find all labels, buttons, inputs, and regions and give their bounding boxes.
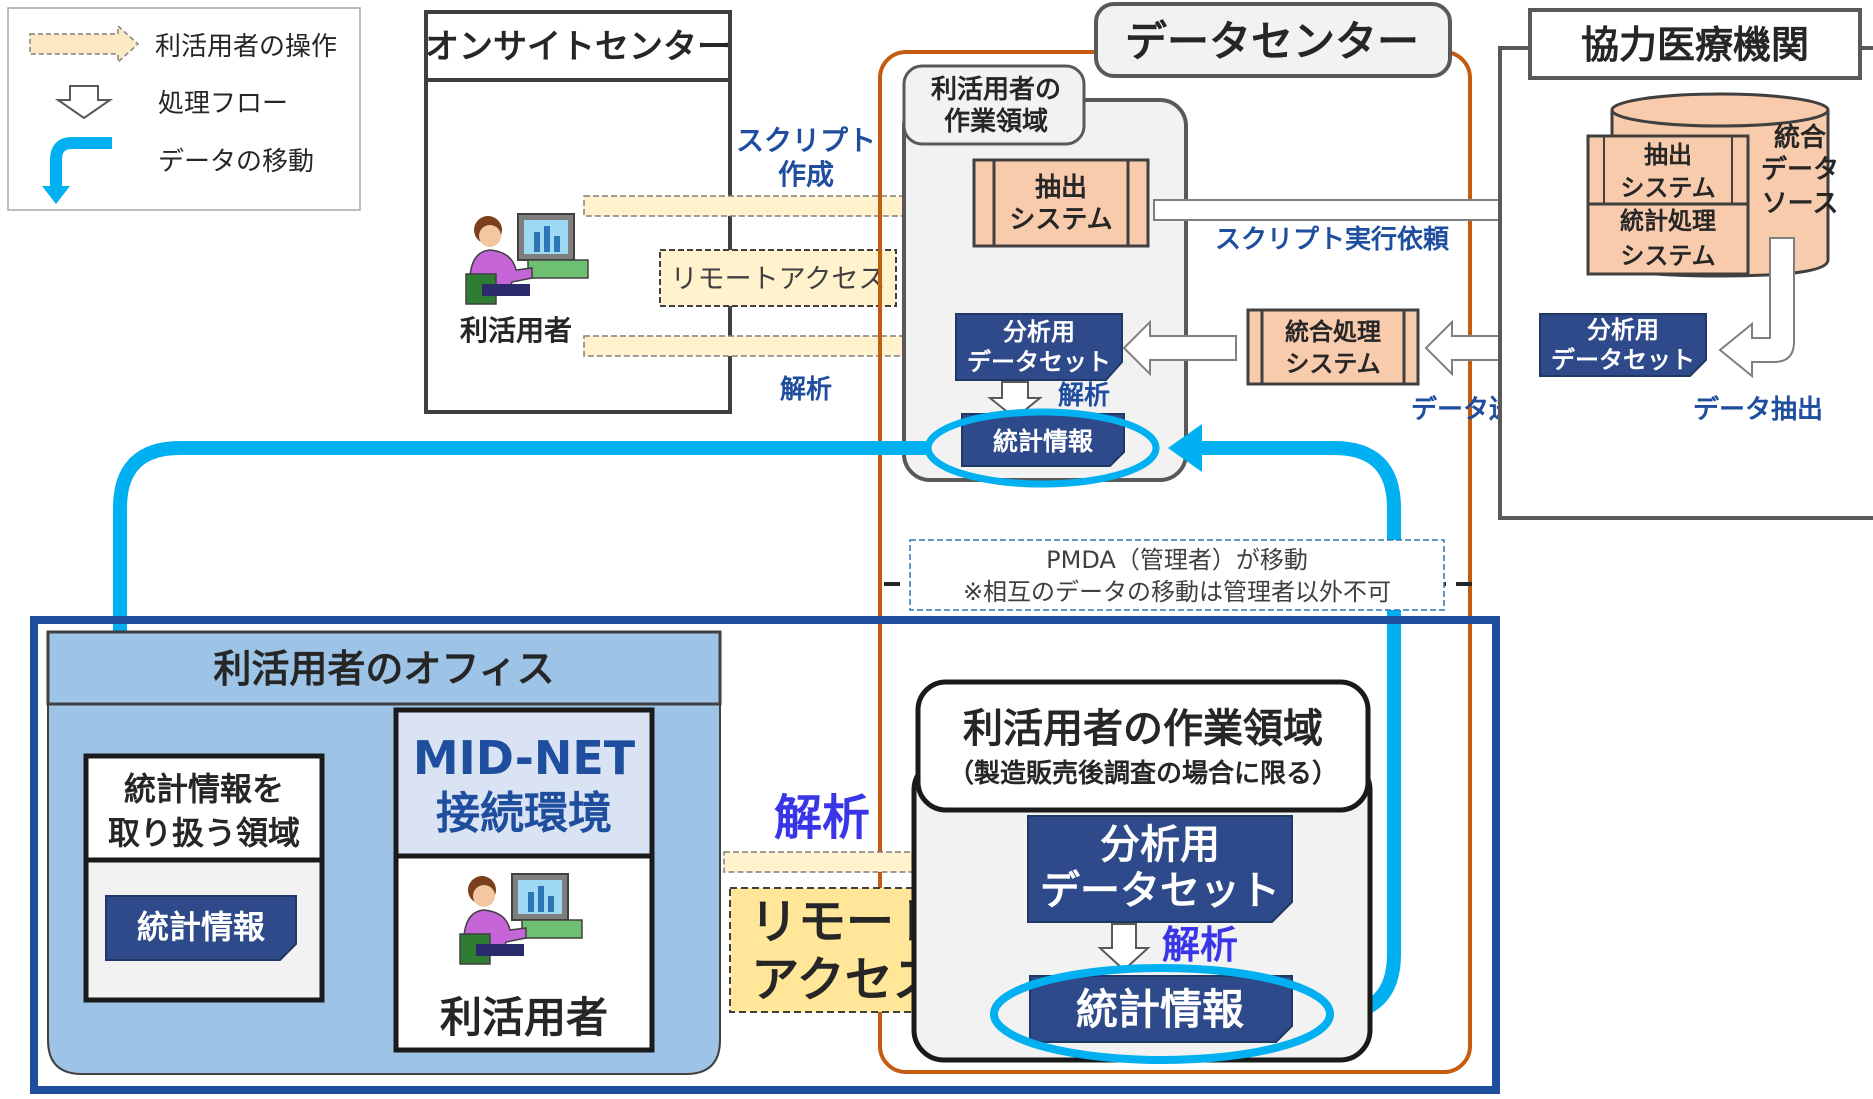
midnet-label-2: 接続環境 (436, 788, 612, 839)
pmda-note-line2: ※相互のデータの移動は管理者以外不可 (963, 578, 1391, 606)
script-create-label-1: スクリプト (736, 124, 876, 157)
office-user-label: 利活用者 (440, 993, 608, 1042)
onsite-title: オンサイトセンター (425, 27, 731, 67)
workspace-analysis-label: 解析 (1162, 923, 1238, 967)
legend-data-move-icon (50, 137, 112, 192)
dc-dataset-label-2: データセット (967, 348, 1111, 376)
datacenter-title: データセンター (1125, 17, 1419, 66)
workspace-big-title: 利活用者の作業領域 (963, 706, 1323, 752)
dc-process-arrow-icon (987, 381, 1043, 420)
script-create-label-2: 作成 (778, 158, 834, 191)
user-office: 利活用者のオフィス 統計情報を 取り扱う領域 統計情報 MID-NET 接続環境… (46, 630, 722, 1075)
stats-area-label-2: 取り扱う領域 (108, 814, 300, 852)
partner-extract-label-2: システム (1620, 174, 1715, 202)
dc-dataset-label-1: 分析用 (1003, 318, 1075, 346)
workspace-process-arrow-icon (1097, 923, 1151, 972)
dc-workspace-label-2: 作業領域 (944, 106, 1048, 137)
onsite-remote-access-label: リモートアクセス (671, 264, 886, 295)
partner-stats-label-2: システム (1620, 242, 1715, 270)
legend: 利活用者の操作 処理フロー データの移動 (7, 7, 361, 211)
onsite-user-label: 利活用者 (460, 314, 572, 347)
script-request-label: スクリプト実行依頼 (1215, 224, 1450, 255)
remote-access-label-2: アクセス (751, 952, 941, 1008)
integration-to-dataset-arrow (1122, 319, 1237, 377)
onsite-analysis-label: 解析 (780, 375, 832, 405)
office-outer-frame (30, 616, 1500, 1094)
pmda-note-line1: PMDA（管理者）が移動 (1046, 546, 1308, 574)
dc-integration-label-2: システム (1285, 350, 1380, 378)
pmda-note: PMDA（管理者）が移動 ※相互のデータの移動は管理者以外不可 (884, 539, 1476, 611)
user-figure-icon (465, 213, 589, 305)
legend-operation-arrow-icon (29, 24, 140, 64)
onsite-center: オンサイトセンター 利活用者 スクリプト 作成 リモートアクセス 解析 (424, 10, 967, 414)
partner-extract-label-1: 抽出 (1644, 141, 1692, 169)
workspace-big-subtitle: （製造販売後調査の場合に限る） (948, 758, 1338, 789)
remote-access-label-1: リモート (750, 894, 942, 950)
remote-access-lower: 解析 リモート アクセス (723, 790, 975, 1013)
partner-hospital: 協力医療機関 統合 データ ソース 抽出 システム 統計処理 システム 分析用 … (1498, 8, 1873, 520)
dc-analysis-label: 解析 (1058, 381, 1110, 411)
legend-operation-label: 利活用者の操作 (155, 32, 337, 62)
dc-workspace-label-1: 利活用者の (931, 75, 1061, 105)
lower-workspace: 利活用者の作業領域 （製造販売後調査の場合に限る） 分析用 データセット 解析 … (911, 679, 1373, 1064)
partner-dataset-label-2: データセット (1551, 346, 1695, 374)
office-user-figure-icon (459, 873, 583, 965)
stats-area-label-1: 統計情報を (124, 770, 284, 808)
source-label-3: ソース (1762, 189, 1839, 219)
partner-stats-label-1: 統計処理 (1620, 207, 1716, 235)
workspace-stats-highlight (990, 964, 1334, 1064)
source-label-1: 統合 (1774, 122, 1827, 153)
dc-extract-system-label-1: 抽出 (1035, 173, 1087, 203)
partner-dataset-box (1539, 313, 1707, 377)
dc-integration-label-1: 統合処理 (1285, 318, 1381, 346)
legend-process-flow-icon (54, 85, 114, 120)
workspace-stats-label: 統計情報 (1076, 985, 1244, 1034)
source-label-2: データ (1761, 154, 1839, 185)
midnet-label-1: MID-NET (413, 731, 636, 785)
legend-process-flow-label: 処理フロー (158, 89, 288, 119)
partner-dataset-label-1: 分析用 (1587, 316, 1659, 344)
dc-extract-system-label-2: システム (1009, 205, 1112, 235)
office-stats-label: 統計情報 (137, 908, 265, 946)
workspace-dataset-box (1027, 815, 1293, 923)
remote-analysis-label: 解析 (774, 790, 870, 846)
workspace-dataset-label-2: データセット (1040, 868, 1280, 914)
workspace-dataset-label-1: 分析用 (1100, 822, 1220, 868)
data-extract-label: データ抽出 (1693, 394, 1823, 425)
stats-to-office-flow (113, 441, 930, 740)
dc-stats-label: 統計情報 (993, 427, 1094, 456)
office-stats-box (105, 895, 297, 961)
dc-dataset-box (955, 313, 1123, 381)
legend-data-move-label: データの移動 (158, 147, 314, 177)
partner-title: 協力医療機関 (1581, 23, 1809, 67)
office-title: 利活用者のオフィス (213, 647, 554, 691)
data-extract-arrow (1718, 237, 1795, 379)
